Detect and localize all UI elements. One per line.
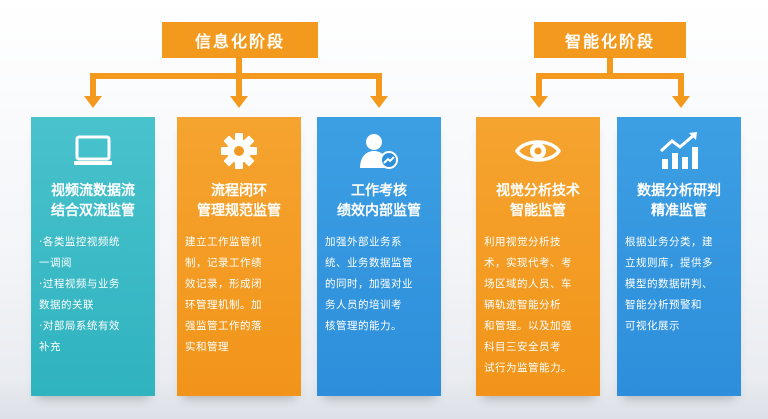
card-body: 利用视觉分析技 术，实现代考、考 场区域的人员、车 辆轨迹智能分析 和管理。以及… — [484, 236, 572, 374]
user-performance-icon — [317, 129, 441, 173]
phase-label: 智能化阶段 — [564, 32, 655, 51]
card-body: 根据业务分类，建 立规则库，提供多 模型的数据研判、 智能分析预警和 可视化展示 — [625, 236, 713, 332]
phase-label: 信息化阶段 — [194, 32, 285, 51]
card-video-stream: 视频流数据流 结合双流监管 ·各类监控视频统 一调阅 ·过程视频与业务 数据的关… — [31, 117, 155, 396]
card-body: 建立工作监管机 制，记录工作绩 效记录，形成闭 环管理机制。加 强监管工作的落 … — [185, 236, 262, 353]
card-visual-analysis: 视觉分析技术 智能监管 利用视觉分析技 术，实现代考、考 场区域的人员、车 辆轨… — [476, 117, 600, 396]
monitor-icon — [31, 129, 155, 173]
card-body: ·各类监控视频统 一调阅 ·过程视频与业务 数据的关联 ·对部局系统有效 补充 — [39, 236, 120, 353]
card-title: 数据分析研判 精准监管 — [637, 183, 721, 219]
card-title: 视频流数据流 结合双流监管 — [51, 183, 135, 219]
phase-intelligentization: 智能化阶段 — [534, 22, 686, 58]
card-title: 工作考核 绩效内部监管 — [337, 183, 421, 219]
card-title: 流程闭环 管理规范监管 — [197, 183, 281, 219]
eye-icon — [476, 129, 600, 173]
card-body: 加强外部业务系 统、业务数据监管 的同时，加强对业 务人员的培训考 核管理的能力… — [325, 236, 413, 332]
phase-informatization: 信息化阶段 — [162, 22, 318, 58]
card-title: 视觉分析技术 智能监管 — [496, 183, 580, 219]
card-performance: 工作考核 绩效内部监管 加强外部业务系 统、业务数据监管 的同时，加强对业 务人… — [317, 117, 441, 396]
chart-growth-icon — [617, 129, 741, 173]
gear-icon — [177, 129, 301, 173]
card-process-loop: 流程闭环 管理规范监管 建立工作监管机 制，记录工作绩 效记录，形成闭 环管理机… — [177, 117, 301, 396]
card-data-analysis: 数据分析研判 精准监管 根据业务分类，建 立规则库，提供多 模型的数据研判、 智… — [617, 117, 741, 396]
